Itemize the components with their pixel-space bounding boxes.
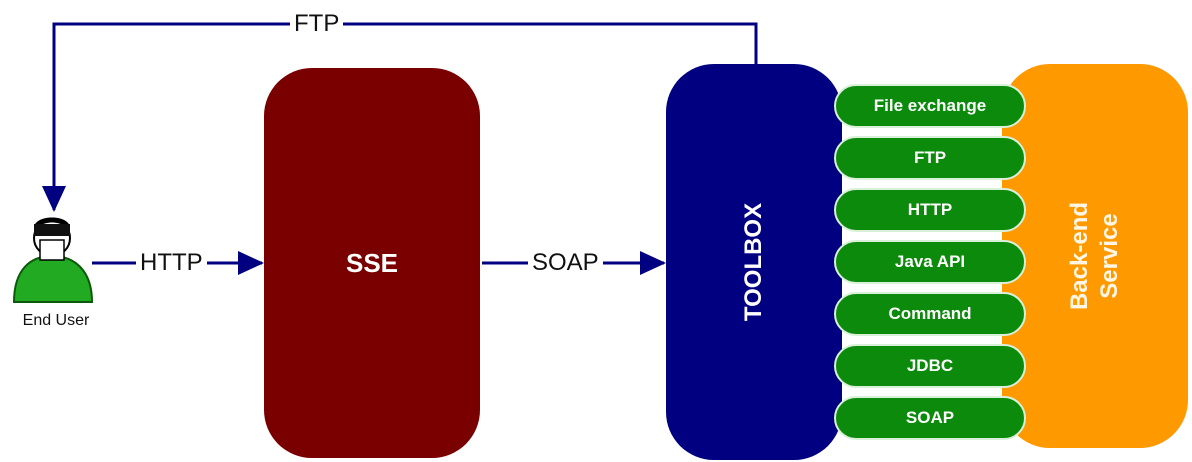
ftp-edge-label: FTP — [290, 11, 344, 37]
soap-edge-label: SOAP — [528, 250, 603, 276]
sse-label: SSE — [345, 247, 399, 278]
ftp-return-line — [42, 22, 758, 212]
backend-label-line2: Service — [1096, 213, 1123, 299]
end-user-label: End User — [22, 312, 90, 329]
backend-service-label: Back-end Service — [1065, 202, 1125, 310]
backend-service-node: Back-end Service — [1002, 64, 1188, 448]
connector-label: Command — [888, 304, 972, 323]
sse-node: SSE — [264, 68, 480, 458]
connector-label: Java API — [894, 252, 966, 271]
connector-command: Command — [834, 292, 1026, 336]
connector-label: JDBC — [906, 356, 954, 375]
user-icon — [12, 217, 94, 303]
http-edge-label: HTTP — [136, 250, 207, 276]
connector-jdbc: JDBC — [834, 344, 1026, 388]
connector-label: File exchange — [873, 96, 987, 115]
connector-label: HTTP — [907, 200, 953, 219]
connector-label: FTP — [913, 148, 947, 167]
connector-label: SOAP — [905, 408, 955, 427]
toolbox-node: TOOLBOX — [666, 64, 842, 460]
connector-file-exchange: File exchange — [834, 84, 1026, 128]
backend-label-line1: Back-end — [1066, 201, 1093, 311]
connector-java-api: Java API — [834, 240, 1026, 284]
connector-http: HTTP — [834, 188, 1026, 232]
connector-soap: SOAP — [834, 396, 1026, 440]
connector-ftp: FTP — [834, 136, 1026, 180]
toolbox-label: TOOLBOX — [740, 202, 767, 322]
